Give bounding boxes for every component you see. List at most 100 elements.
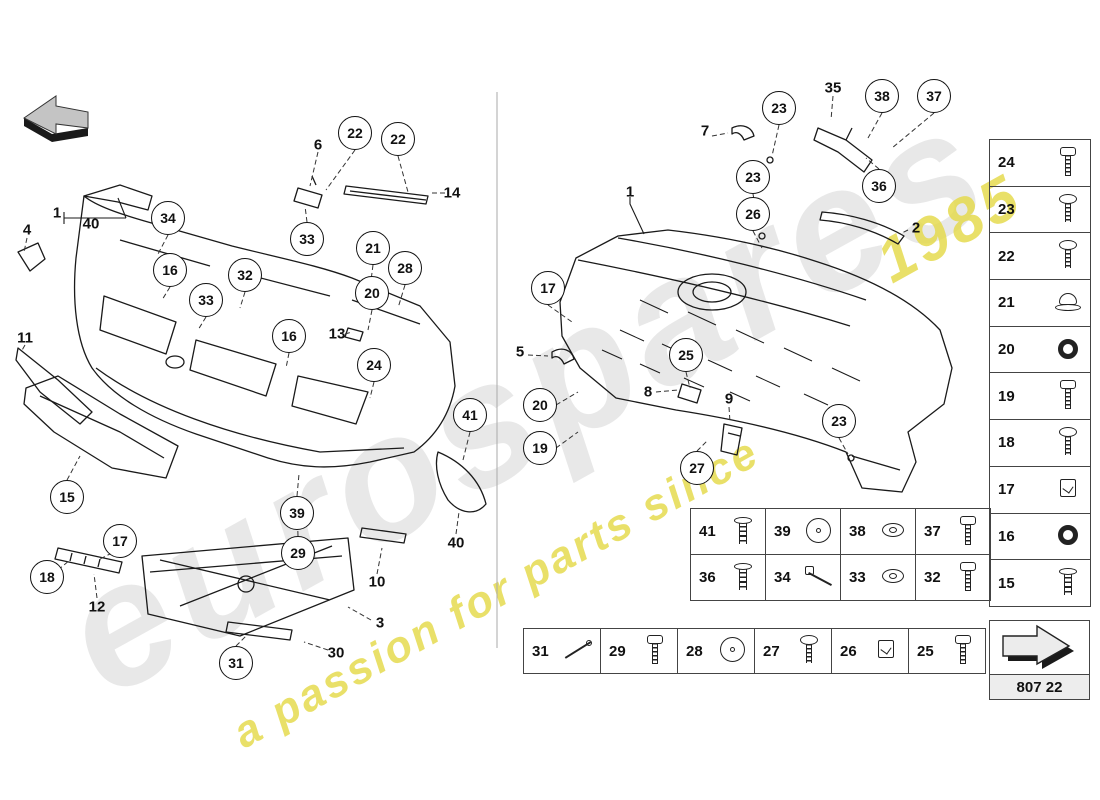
callout-32[interactable]: 32 — [228, 258, 262, 292]
bolt-icon — [951, 559, 985, 597]
part-cell-39[interactable]: 39 — [766, 509, 841, 555]
callout-31[interactable]: 31 — [219, 646, 253, 680]
part-cell-16[interactable]: 16 — [990, 513, 1091, 561]
grommet-icon — [1051, 331, 1085, 369]
callout-41[interactable]: 41 — [453, 398, 487, 432]
part-number: 17 — [998, 481, 1015, 499]
callout-6[interactable]: 6 — [313, 136, 323, 154]
callout-23[interactable]: 23 — [736, 160, 770, 194]
callout-10[interactable]: 10 — [368, 573, 386, 591]
part-cell-38[interactable]: 38 — [841, 509, 916, 555]
callout-3[interactable]: 3 — [375, 614, 385, 632]
callout-27[interactable]: 27 — [680, 451, 714, 485]
callout-13[interactable]: 13 — [328, 325, 346, 343]
callout-28[interactable]: 28 — [388, 251, 422, 285]
part-cell-33[interactable]: 33 — [841, 555, 916, 601]
part-cell-37[interactable]: 37 — [916, 509, 991, 555]
disc-icon — [801, 513, 835, 551]
part-number: 23 — [998, 201, 1015, 219]
callout-30[interactable]: 30 — [327, 644, 345, 662]
callout-17[interactable]: 17 — [103, 524, 137, 558]
screw-icon — [792, 632, 826, 670]
part-cell-27[interactable]: 27 — [755, 629, 832, 674]
page-code-box[interactable]: 807 22 — [989, 620, 1090, 700]
callout-20[interactable]: 20 — [523, 388, 557, 422]
callout-20[interactable]: 20 — [355, 276, 389, 310]
callout-23[interactable]: 23 — [762, 91, 796, 125]
callout-33[interactable]: 33 — [290, 222, 324, 256]
callout-26[interactable]: 26 — [736, 197, 770, 231]
bolt-icon — [1051, 377, 1085, 415]
callout-25[interactable]: 25 — [669, 338, 703, 372]
part-cell-32[interactable]: 32 — [916, 555, 991, 601]
callout-19[interactable]: 19 — [523, 431, 557, 465]
callout-39[interactable]: 39 — [280, 496, 314, 530]
part-number: 29 — [609, 642, 626, 660]
callout-5[interactable]: 5 — [515, 343, 525, 361]
part-cell-24[interactable]: 24 — [990, 140, 1091, 187]
callout-29[interactable]: 29 — [281, 536, 315, 570]
callout-8[interactable]: 8 — [643, 383, 653, 401]
right-bumper-drawing — [551, 125, 953, 493]
callout-17[interactable]: 17 — [531, 271, 565, 305]
part-cell-28[interactable]: 28 — [678, 629, 755, 674]
part-cell-22[interactable]: 22 — [990, 233, 1091, 281]
part-cell-15[interactable]: 15 — [990, 560, 1091, 607]
part-cell-25[interactable]: 25 — [909, 629, 986, 674]
disc-icon — [715, 632, 749, 670]
callout-7[interactable]: 7 — [700, 122, 710, 140]
callout-9[interactable]: 9 — [724, 390, 734, 408]
part-cell-23[interactable]: 23 — [990, 186, 1091, 234]
callout-35[interactable]: 35 — [824, 79, 842, 97]
callout-23[interactable]: 23 — [822, 404, 856, 438]
forward-arrow-icon — [1001, 624, 1074, 669]
part-number: 20 — [998, 341, 1015, 359]
callout-38[interactable]: 38 — [865, 79, 899, 113]
clip-icon — [1051, 471, 1085, 509]
callout-18[interactable]: 18 — [30, 560, 64, 594]
part-number: 16 — [998, 527, 1015, 545]
part-cell-21[interactable]: 21 — [990, 280, 1091, 327]
callout-11[interactable]: 11 — [17, 329, 33, 347]
callout-24[interactable]: 24 — [357, 348, 391, 382]
part-cell-41[interactable]: 41 — [691, 509, 766, 555]
callout-34[interactable]: 34 — [151, 201, 185, 235]
callout-16[interactable]: 16 — [272, 319, 306, 353]
callout-1[interactable]: 1 — [625, 183, 635, 201]
part-cell-19[interactable]: 19 — [990, 373, 1091, 421]
part-cell-18[interactable]: 18 — [990, 420, 1091, 467]
part-cell-34[interactable]: 34 — [766, 555, 841, 601]
callout-40[interactable]: 40 — [447, 534, 465, 552]
part-number: 38 — [849, 523, 866, 540]
rivet-icon — [726, 559, 760, 597]
callout-40[interactable]: 40 — [82, 215, 100, 233]
part-cell-31[interactable]: 31 — [524, 629, 601, 674]
callout-14[interactable]: 14 — [443, 184, 461, 202]
screw-icon — [1051, 237, 1085, 275]
part-cell-17[interactable]: 17 — [990, 466, 1091, 514]
part-cell-36[interactable]: 36 — [691, 555, 766, 601]
part-number: 25 — [917, 642, 934, 660]
callout-1[interactable]: 1 — [52, 204, 62, 222]
part-cell-20[interactable]: 20 — [990, 326, 1091, 374]
callout-33[interactable]: 33 — [189, 283, 223, 317]
callout-15[interactable]: 15 — [50, 480, 84, 514]
callout-37[interactable]: 37 — [917, 79, 951, 113]
part-cell-29[interactable]: 29 — [601, 629, 678, 674]
callout-16[interactable]: 16 — [153, 253, 187, 287]
callout-4[interactable]: 4 — [22, 221, 32, 239]
callout-21[interactable]: 21 — [356, 231, 390, 265]
callout-2[interactable]: 2 — [911, 219, 921, 237]
callout-36[interactable]: 36 — [862, 169, 896, 203]
bolt-icon — [946, 632, 980, 670]
callout-22[interactable]: 22 — [381, 122, 415, 156]
part-number: 32 — [924, 569, 941, 586]
part-number: 37 — [924, 523, 941, 540]
callout-22[interactable]: 22 — [338, 116, 372, 150]
rivet-icon — [1051, 564, 1085, 602]
callout-12[interactable]: 12 — [88, 598, 106, 616]
part-cell-26[interactable]: 26 — [832, 629, 909, 674]
direction-arrow-icon[interactable] — [16, 88, 106, 158]
